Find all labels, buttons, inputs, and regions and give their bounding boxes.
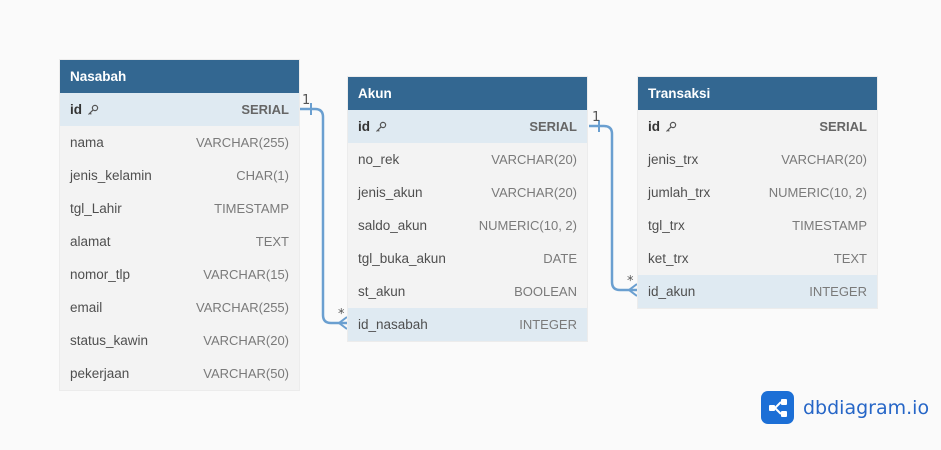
many-marker-transaksi — [627, 283, 638, 297]
field-row[interactable]: nama VARCHAR(255) — [60, 126, 299, 159]
field-type: CHAR(1) — [236, 168, 289, 183]
field-type: VARCHAR(20) — [491, 185, 577, 200]
field-type: VARCHAR(50) — [203, 366, 289, 381]
field-row[interactable]: nomor_tlp VARCHAR(15) — [60, 258, 299, 291]
field-row[interactable]: status_kawin VARCHAR(20) — [60, 324, 299, 357]
field-row[interactable]: jenis_kelamin CHAR(1) — [60, 159, 299, 192]
field-name: tgl_trx — [648, 218, 685, 233]
field-row[interactable]: id SERIAL — [348, 110, 587, 143]
field-name: jenis_trx — [648, 152, 699, 167]
field-name: pekerjaan — [70, 366, 130, 381]
field-name: jenis_kelamin — [70, 168, 152, 183]
key-icon — [376, 121, 387, 132]
field-type: VARCHAR(255) — [196, 135, 289, 150]
field-name: st_akun — [358, 284, 406, 299]
field-row[interactable]: email VARCHAR(255) — [60, 291, 299, 324]
field-row[interactable]: pekerjaan VARCHAR(50) — [60, 357, 299, 390]
field-row[interactable]: tgl_buka_akun DATE — [348, 242, 587, 275]
field-name: email — [70, 300, 103, 315]
field-row[interactable]: tgl_Lahir TIMESTAMP — [60, 192, 299, 225]
field-name: jenis_akun — [358, 185, 423, 200]
field-type: TIMESTAMP — [214, 201, 289, 216]
field-row[interactable]: ket_trx TEXT — [638, 242, 877, 275]
field-row[interactable]: no_rek VARCHAR(20) — [348, 143, 587, 176]
many-marker-akun — [337, 316, 348, 330]
link-akun-transaksi — [589, 124, 637, 292]
field-row[interactable]: tgl_trx TIMESTAMP — [638, 209, 877, 242]
field-row[interactable]: id_nasabah INTEGER — [348, 308, 587, 341]
field-name: tgl_Lahir — [70, 201, 122, 216]
brand-watermark[interactable]: dbdiagram.io — [761, 391, 929, 424]
cardinality-many-akun: * — [338, 307, 345, 322]
field-row[interactable]: jumlah_trx NUMERIC(10, 2) — [638, 176, 877, 209]
field-type: SERIAL — [529, 119, 577, 134]
field-row[interactable]: alamat TEXT — [60, 225, 299, 258]
field-type: VARCHAR(20) — [781, 152, 867, 167]
field-name: jumlah_trx — [648, 185, 711, 200]
field-name: id — [648, 119, 660, 134]
field-type: INTEGER — [809, 284, 867, 299]
field-name: status_kawin — [70, 333, 149, 348]
field-row[interactable]: id SERIAL — [638, 110, 877, 143]
field-type: VARCHAR(255) — [196, 300, 289, 315]
link-nasabah-akun — [299, 107, 347, 325]
table-header-akun[interactable]: Akun — [348, 77, 587, 110]
field-row[interactable]: saldo_akun NUMERIC(10, 2) — [348, 209, 587, 242]
field-row[interactable]: id SERIAL — [60, 93, 299, 126]
field-type: VARCHAR(15) — [203, 267, 289, 282]
field-type: TEXT — [255, 234, 289, 249]
field-type: TEXT — [833, 251, 867, 266]
field-row[interactable]: st_akun BOOLEAN — [348, 275, 587, 308]
table-header-nasabah[interactable]: Nasabah — [60, 60, 299, 93]
field-name: id — [70, 102, 82, 117]
field-type: NUMERIC(10, 2) — [478, 218, 577, 233]
field-name: id_akun — [648, 284, 696, 299]
field-type: INTEGER — [519, 317, 577, 332]
field-name: id_nasabah — [358, 317, 428, 332]
field-row[interactable]: jenis_akun VARCHAR(20) — [348, 176, 587, 209]
field-type: TIMESTAMP — [792, 218, 867, 233]
key-icon — [666, 121, 677, 132]
field-name: alamat — [70, 234, 111, 249]
field-type: SERIAL — [819, 119, 867, 134]
brand-name: dbdiagram.io — [803, 396, 930, 419]
field-name: ket_trx — [648, 251, 689, 266]
field-row[interactable]: jenis_trx VARCHAR(20) — [638, 143, 877, 176]
key-icon — [88, 104, 99, 115]
field-row[interactable]: id_akun INTEGER — [638, 275, 877, 308]
cardinality-one-akun: 1 — [592, 110, 601, 125]
field-name: nama — [70, 135, 104, 150]
field-type: NUMERIC(10, 2) — [768, 185, 867, 200]
field-type: DATE — [543, 251, 577, 266]
field-type: BOOLEAN — [514, 284, 577, 299]
table-header-transaksi[interactable]: Transaksi — [638, 77, 877, 110]
field-name: saldo_akun — [358, 218, 428, 233]
field-name: id — [358, 119, 370, 134]
field-type: SERIAL — [241, 102, 289, 117]
dbdiagram-logo-icon — [761, 391, 794, 424]
field-name: no_rek — [358, 152, 400, 167]
cardinality-many-transaksi: * — [627, 274, 634, 289]
field-type: VARCHAR(20) — [203, 333, 289, 348]
cardinality-one-nasabah: 1 — [302, 93, 311, 108]
field-name: nomor_tlp — [70, 267, 131, 282]
table-transaksi[interactable]: Transaksi id SERIAL jenis_trx VARCHAR(20)… — [638, 77, 877, 308]
field-name: tgl_buka_akun — [358, 251, 446, 266]
field-type: VARCHAR(20) — [491, 152, 577, 167]
